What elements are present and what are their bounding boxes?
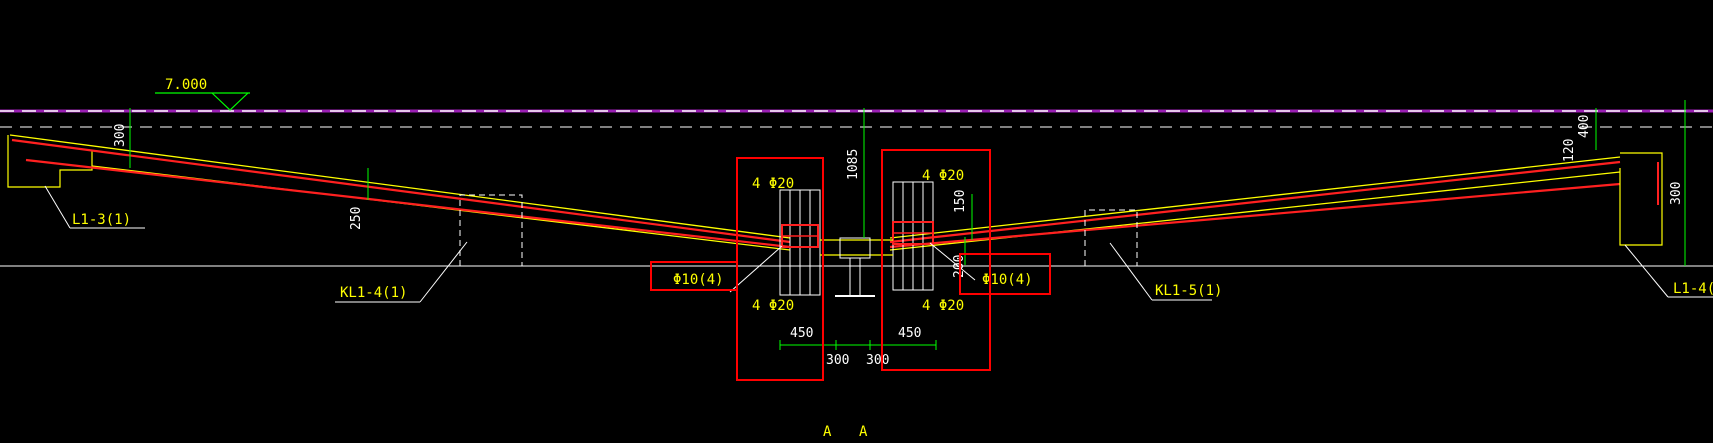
- dimension-lines: [129, 100, 1686, 350]
- elevation-marker: 7.000: [155, 77, 250, 111]
- section-mark-left: A: [823, 424, 832, 438]
- section-mark-right: A: [859, 424, 868, 438]
- beam-label-kl1-5: KL1-5(1): [1155, 283, 1222, 299]
- dim-300-right: 300: [1669, 182, 1684, 205]
- dim-450-right: 450: [898, 326, 921, 341]
- stirrup-right: Φ10(4): [982, 272, 1033, 288]
- rebar-top-right: 4 Φ20: [922, 168, 964, 184]
- dim-300-mid-right: 300: [866, 353, 889, 368]
- dim-1085: 1085: [846, 149, 861, 180]
- dim-450-left: 450: [790, 326, 813, 341]
- kl1-4-beam-profile: KL1-4(1): [335, 194, 523, 303]
- elevation-label: 7.000: [165, 77, 207, 93]
- right-support-block: L1-4(1: [1619, 152, 1713, 298]
- kl1-5-beam-profile: KL1-5(1): [1084, 209, 1222, 301]
- rebar-bottom-left: 4 Φ20: [752, 298, 794, 314]
- left-sloped-beam: [9, 134, 791, 251]
- right-sloped-beam: [889, 156, 1621, 251]
- highlight-box-stirrup-left: [650, 261, 738, 291]
- stirrup-left: Φ10(4): [673, 272, 724, 288]
- dim-250: 250: [349, 207, 364, 230]
- highlight-box-right-section: [881, 149, 991, 371]
- right-column-section: [892, 181, 934, 291]
- mid-joint: [820, 237, 893, 297]
- rebar-top-left: 4 Φ20: [752, 176, 794, 192]
- leader-stirrup-right: [929, 242, 976, 281]
- dim-120: 120: [1562, 139, 1577, 162]
- dim-300-mid-left: 300: [826, 353, 849, 368]
- highlight-box-stirrup-right: [959, 253, 1051, 295]
- beam-label-l1-3: L1-3(1): [72, 212, 131, 228]
- left-column-section: [779, 189, 821, 296]
- dim-150: 150: [953, 190, 968, 213]
- leader-stirrup-left: [729, 245, 783, 293]
- dim-300-left: 300: [113, 124, 128, 147]
- rebar-bottom-right: 4 Φ20: [922, 298, 964, 314]
- dim-400: 400: [1577, 115, 1592, 138]
- beam-label-kl1-4: KL1-4(1): [340, 285, 407, 301]
- beam-label-l1-4: L1-4(1: [1673, 281, 1713, 297]
